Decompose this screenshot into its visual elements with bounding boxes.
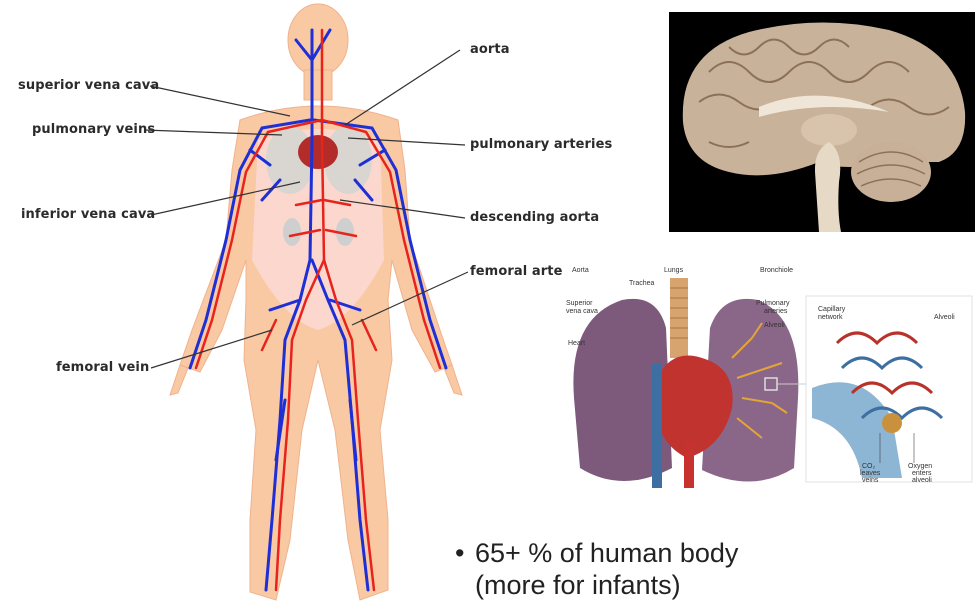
lung-label-heart: Heart xyxy=(568,340,585,348)
bullet-line-2: (more for infants) xyxy=(455,569,738,601)
heart xyxy=(298,135,338,169)
label-superior-vena-cava: superior vena cava xyxy=(18,78,159,93)
bullet-dot: • xyxy=(455,537,475,569)
brain-sagittal-photo xyxy=(669,12,975,232)
lung-label-co2-3: veins xyxy=(862,477,878,485)
lung-label-pulmonary-arteries-1: Pulmonary xyxy=(756,300,789,308)
lung-label-oxygen-3: alveoli xyxy=(912,477,932,485)
lung-label-capillary-network-1: Capillary xyxy=(818,306,845,314)
label-inferior-vena-cava: inferior vena cava xyxy=(21,207,155,222)
lung-label-superior-vena-cava-2: vena cava xyxy=(566,308,598,316)
lung-label-pulmonary-arteries-2: arteries xyxy=(764,308,787,316)
label-femoral-vein: femoral vein xyxy=(56,360,149,375)
bullet-point: •65+ % of human body (more for infants) xyxy=(455,537,738,601)
label-pulmonary-veins: pulmonary veins xyxy=(32,122,155,137)
label-pulmonary-arteries: pulmonary arteries xyxy=(470,137,612,152)
label-descending-aorta: descending aorta xyxy=(470,210,599,225)
left-kidney xyxy=(283,218,301,246)
lung-label-bronchiole: Bronchiole xyxy=(760,267,793,275)
label-femoral-artery: femoral arte xyxy=(470,264,563,279)
lungs-drawing xyxy=(562,258,974,494)
bullet-text-line-1: 65+ % of human body xyxy=(475,538,738,568)
lungs-diagram: Aorta Lungs Bronchiole Trachea Superior … xyxy=(562,258,974,494)
brain-drawing xyxy=(669,12,975,232)
lung-label-lungs: Lungs xyxy=(664,267,683,275)
lung-label-aorta: Aorta xyxy=(572,267,589,275)
lung-label-capillary-network-2: network xyxy=(818,314,843,322)
label-aorta: aorta xyxy=(470,42,510,57)
lung-label-trachea: Trachea xyxy=(629,280,654,288)
lung-label-superior-vena-cava-1: Superior xyxy=(566,300,592,308)
lung-label-alveoli-inset: Alveoli xyxy=(934,314,955,322)
bullet-line-1: •65+ % of human body xyxy=(455,537,738,569)
lung-label-alveoli: Alveoli xyxy=(764,322,785,330)
